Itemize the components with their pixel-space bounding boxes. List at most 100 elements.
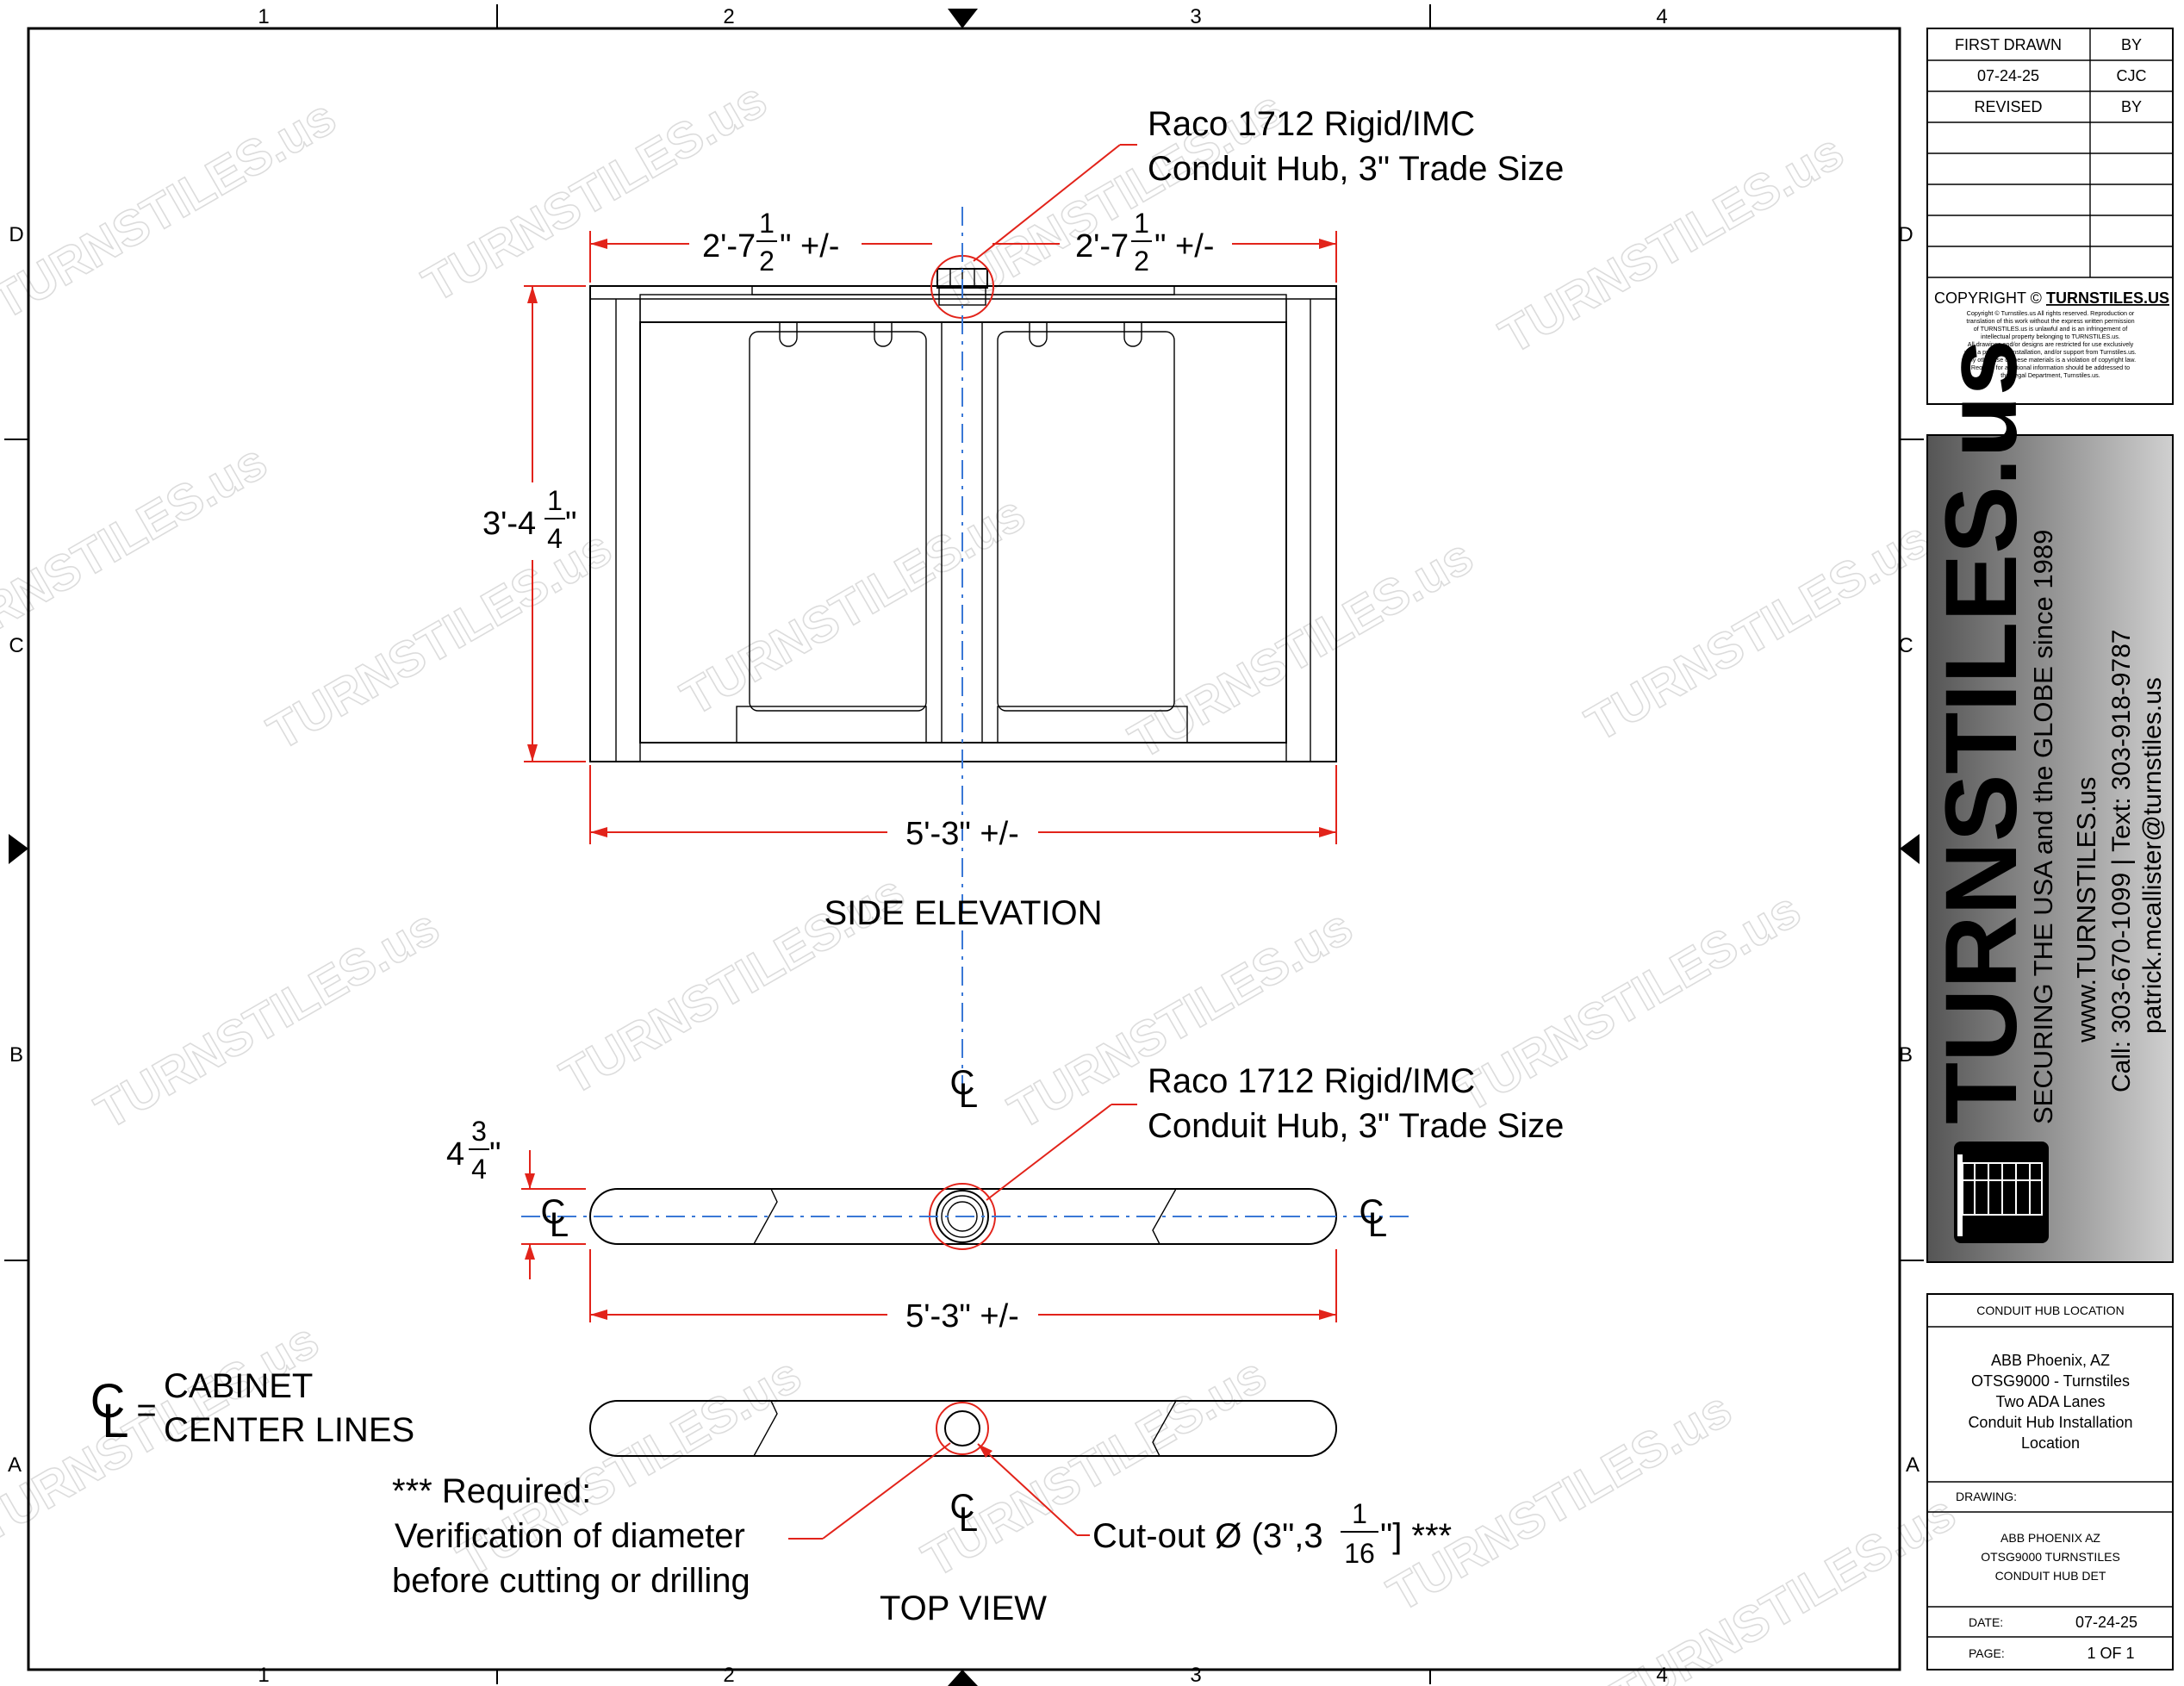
side-elevation-title: SIDE ELEVATION [824,894,1102,932]
page-value: 1 OF 1 [2087,1645,2134,1662]
legend-line2: CENTER LINES [164,1411,414,1449]
zone-col-2-bottom: 2 [723,1664,734,1686]
dim-depth-den: 4 [471,1154,487,1185]
centerline-symbol-right: C L [1360,1193,1388,1244]
brand-tagline: SECURING THE USA and the GLOBE since 198… [2028,530,2058,1124]
zone-row-b-left: B [9,1043,23,1067]
date-value: 07-24-25 [2075,1614,2137,1631]
cutout-note-suffix: "] *** [1380,1517,1452,1555]
first-drawn-by: CJC [2117,67,2147,84]
copyright-text-6: with a purchase, installation, and/or su… [1963,348,2136,356]
copyright-text-2: translation of this work without the exp… [1966,317,2134,325]
brand-phone: Call: 303-670-1099 | Text: 303-918-9787 [2107,629,2136,1092]
dim-width-side: 5'-3" +/- [905,816,1019,852]
dim-depth-num: 3 [471,1116,487,1147]
watermark-text: TURNSTILES.us [1378,1381,1740,1622]
watermark-text: TURNSTILES.us [258,519,620,761]
dim-left-top-num: 1 [759,208,775,239]
drawing-label: DRAWING: [1956,1490,2017,1503]
copyright-text-9: the Legal Department, Turnstiles.us. [2000,371,2100,379]
revised-label: REVISED [1974,98,2042,115]
zone-col-2-top: 2 [723,5,734,28]
svg-text:L: L [1368,1206,1387,1244]
top-cabinet-outline [589,1400,1337,1457]
dim-right-top-suffix: " +/- [1154,228,1214,264]
revised-by-label: BY [2121,98,2142,115]
section-label: CONDUIT HUB LOCATION [1976,1303,2124,1317]
dim-right-top: 2'-7 [1075,228,1129,264]
dim-left-top-suffix: " +/- [780,228,839,264]
copyright-text-8: Request for additional information shoul… [1971,364,2130,371]
watermark-text: TURNSTILES.us [86,899,448,1140]
dim-height: 3'-4 [482,506,536,542]
by-label: BY [2121,36,2142,53]
required-note-line1: *** Required: [392,1472,591,1510]
first-drawn-label: FIRST DRAWN [1955,36,2062,53]
required-note-line2: Verification of diameter [395,1517,745,1555]
legend-line1: CABINET [164,1367,313,1405]
dim-width-plan: 5'-3" +/- [905,1298,1019,1334]
svg-text:C: C [90,1373,125,1428]
first-drawn-date: 07-24-25 [1977,67,2039,84]
cutout-note-num: 1 [1352,1498,1367,1529]
brand-email: patrick.mcallister@turnstiles.us [2138,677,2167,1034]
project-line-1: ABB Phoenix, AZ [1991,1352,2110,1369]
turnstile-logo-icon [1954,1142,2049,1243]
top-view: C L *** Required: Verification of diamet… [392,1400,1452,1627]
side-elevation: 2'-7 1 2 " +/- 2'-7 1 2 " +/- 3'-4 1 4 "… [482,105,1564,1094]
dim-depth-suffix: " [489,1136,501,1173]
dim-left-top: 2'-7 [702,228,756,264]
top-view-title: TOP VIEW [880,1590,1047,1627]
svg-text:C: C [950,1488,975,1526]
zone-col-3-bottom: 3 [1190,1664,1201,1686]
cutout-note: Cut-out Ø (3",3 [1092,1517,1323,1555]
dim-depth: 4 [446,1136,464,1173]
page-label: PAGE: [1969,1646,2005,1660]
project-line-2: OTSG9000 - Turnstiles [1971,1372,2130,1390]
copyright-text-1: Copyright © Turnstiles.us All rights res… [1967,309,2135,317]
title-block: FIRST DRAWN BY 07-24-25 CJC REVISED BY C… [1925,28,2174,1670]
watermark-text: TURNSTILES.us [999,899,1361,1140]
centerline-legend: C L = CABINET CENTER LINES [90,1367,414,1449]
brand-name: TURNSTILES.us [1925,339,2038,1124]
brand-panel [1927,435,2173,1262]
zone-col-1-top: 1 [258,5,269,28]
left-gate-panel [749,331,927,712]
sheet-border [27,27,1901,1671]
hub-callout-line1: Raco 1712 Rigid/IMC [1148,105,1475,143]
zone-col-3-top: 3 [1190,5,1201,28]
zone-ticks [4,4,1924,1684]
svg-text:=: = [136,1391,156,1429]
watermark-text: TURNSTILES.us [1447,881,1809,1123]
copyright-text-5: All drawings and/or designs are restrict… [1968,340,2134,348]
svg-text:L: L [102,1393,128,1447]
zone-col-4-bottom: 4 [1656,1664,1667,1686]
dim-height-num: 1 [547,485,563,516]
right-gate-panel [997,331,1175,712]
cutout-note-den: 16 [1344,1538,1375,1569]
zone-row-c-left: C [9,634,23,657]
zone-row-b-right: B [1899,1043,1913,1067]
zone-row-a-left: A [8,1453,22,1477]
required-note-line3: before cutting or drilling [392,1562,750,1600]
watermark-text: TURNSTILES.us [414,72,775,313]
watermark-text: TURNSTILES.us [672,485,1034,726]
plan-view: C L C L C L 4 3 4 " 5'-3" +/- [446,1062,1564,1334]
centering-arrows [9,9,1920,1686]
copyright-text-3: of TURNSTILES.us is unlawful and is an i… [1974,325,2127,333]
drawing-line-1: ABB PHOENIX AZ [2000,1531,2100,1545]
date-label: DATE: [1969,1615,2003,1629]
plan-hub-callout-line2: Conduit Hub, 3" Trade Size [1148,1107,1564,1145]
svg-text:C: C [541,1193,566,1231]
svg-text:L: L [959,1501,978,1539]
watermark-text: TURNSTILES.us [0,89,345,330]
zone-row-d-left: D [9,223,23,246]
dim-right-top-num: 1 [1134,208,1149,239]
copyright-text-7: Any other use of these materials is a vi… [1965,356,2136,364]
watermark-text: TURNSTILES.us [0,433,276,675]
watermark-text: TURNSTILES.us [1577,511,1938,752]
cutout-hole [944,1410,980,1446]
revision-table [1926,28,2174,405]
centerline-symbol-left: C L [541,1193,569,1244]
dim-left-top-den: 2 [759,246,775,277]
